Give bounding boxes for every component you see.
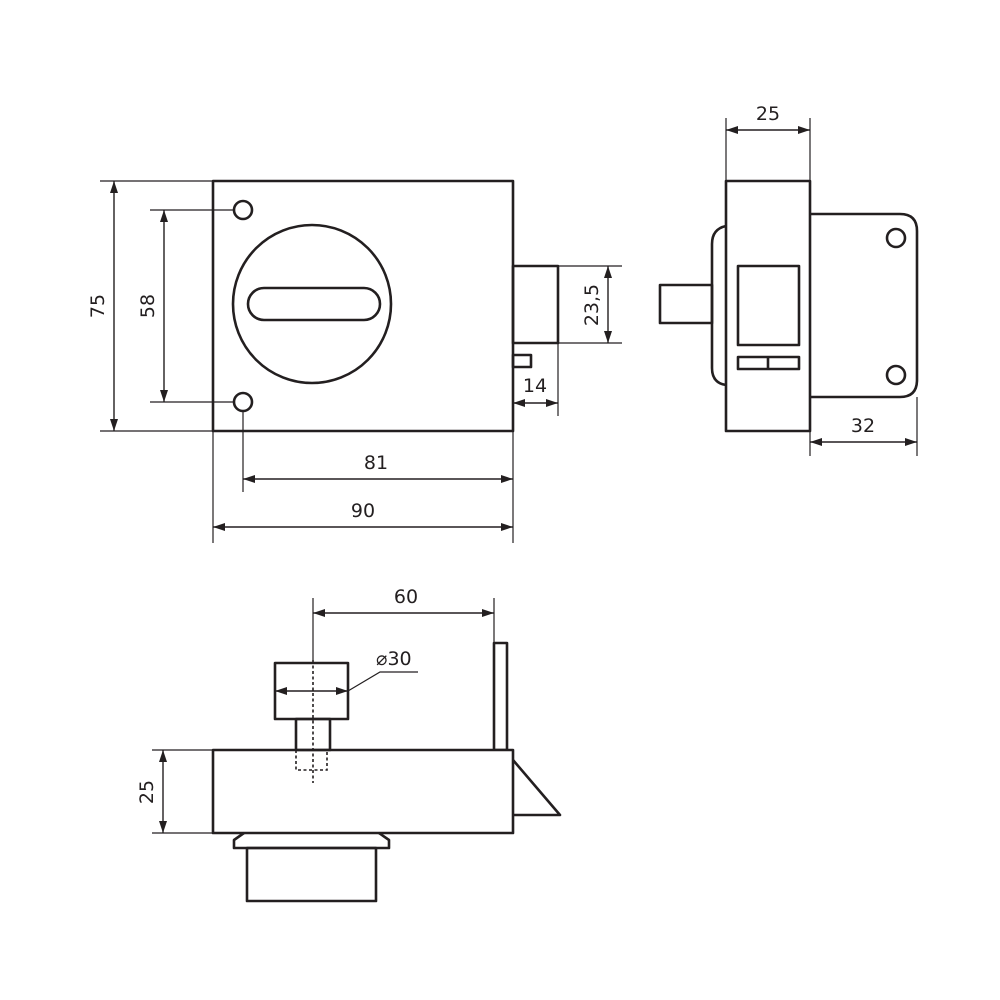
mounting-hole-bottom bbox=[232, 391, 254, 413]
dim-label-90: 90 bbox=[351, 500, 375, 522]
bolt-window-side bbox=[736, 264, 801, 347]
bottom-view: 60 ⌀30 25 bbox=[136, 586, 562, 903]
cylinder-stem-hidden bbox=[295, 749, 328, 771]
bolt-front bbox=[511, 264, 560, 345]
lock-body-side bbox=[724, 179, 812, 433]
keeper-hole-bottom bbox=[885, 364, 907, 386]
dim-label-75: 75 bbox=[87, 294, 109, 318]
bolt-side bbox=[658, 283, 714, 325]
cylinder-body bbox=[245, 846, 378, 903]
leader-knob-diameter bbox=[347, 671, 418, 692]
dim-label-knob-diameter: ⌀30 bbox=[376, 648, 412, 670]
dim-label-81: 81 bbox=[364, 452, 388, 474]
staple-plate-bottom bbox=[492, 641, 509, 752]
cylinder-collar bbox=[232, 831, 391, 850]
dim-label-58: 58 bbox=[137, 294, 159, 318]
dim-label-14: 14 bbox=[523, 375, 547, 397]
dim-label-23-5: 23,5 bbox=[581, 284, 603, 326]
cylinder-rosette bbox=[231, 223, 393, 385]
lock-body-bottom bbox=[211, 748, 515, 835]
latch-tab-front bbox=[511, 353, 533, 369]
keeper-hole-top bbox=[885, 227, 907, 249]
dim-label-60: 60 bbox=[394, 586, 418, 608]
cylinder-flange-side bbox=[710, 224, 727, 387]
dim-label-side-25: 25 bbox=[756, 103, 780, 125]
keeper-plate-side bbox=[810, 212, 919, 399]
side-view: 25 32 bbox=[658, 103, 919, 456]
keyhole-slot bbox=[246, 286, 382, 322]
lock-body-front bbox=[211, 179, 515, 433]
dim-label-32: 32 bbox=[851, 415, 875, 437]
front-view: 75 58 23,5 14 81 90 bbox=[87, 179, 622, 543]
dim-label-bottom-25: 25 bbox=[136, 780, 158, 804]
mounting-hole-top bbox=[232, 199, 254, 221]
latch-bevel-bottom bbox=[512, 759, 562, 817]
